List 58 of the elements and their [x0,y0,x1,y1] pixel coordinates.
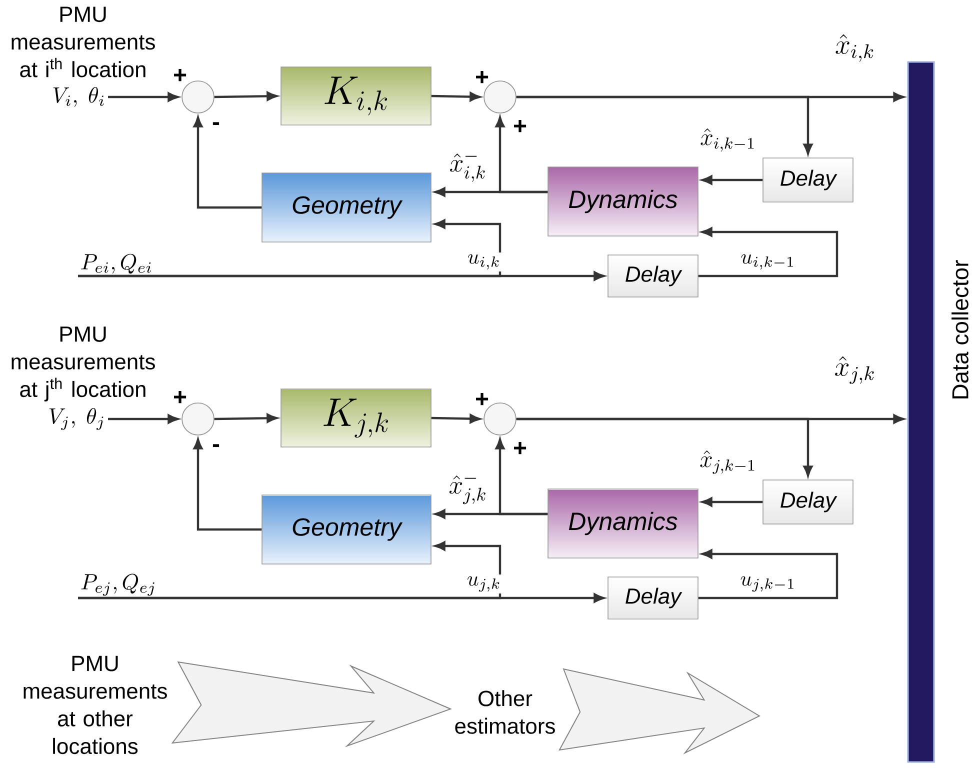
sign-label: + [476,70,488,84]
summing-junction [182,402,214,436]
arrow [214,92,278,101]
summing-junction [182,80,214,114]
input-label: $V_{i},\ \theta_{i}$ [53,87,104,107]
caption-text: PMU measurements at i$^{th}$ location [12,6,155,78]
estimator-label: Other estimators [455,690,555,734]
arrow [698,227,838,278]
arrow [702,175,763,185]
edge-label: $u_{i,k}$ [465,252,503,272]
arrow [516,96,813,154]
edge-label: $u_{j,k}$ [464,574,504,594]
arrow [214,414,278,423]
edge-label: $\hat{x}_{i,k}$ [832,32,878,64]
edge-label: $\hat{x}^{-}_{j,k}$ [446,470,490,506]
edge-label: $\hat{x}_{j,k}$ [832,354,878,386]
sign-label: - [212,444,220,448]
sign-label: + [174,390,186,404]
caption-text: PMU measurements at j$^{th}$ location [12,326,155,402]
input-label: $P_{ei},Q_{ei}$ [81,254,152,274]
arrow [108,92,178,102]
arrow [516,418,813,476]
arrow [495,116,548,194]
edge-label: $\hat{x}_{i,k-1}$ [698,126,758,154]
delay-block: Delay [762,480,854,524]
arrow [108,414,178,424]
arrow [431,414,480,424]
arrow [702,497,763,507]
dynamics-block: Dynamics [548,488,698,558]
gain-block: $K_{j,k}$ [280,388,432,448]
edge-label: $u_{j,k-1}$ [738,574,798,594]
sign-label: - [212,122,220,126]
input-label: $V_{j},\ \theta_{j}$ [49,408,104,430]
sign-label: + [476,392,488,406]
gain-block: $K_{i,k}$ [280,66,432,126]
sign-label: + [514,442,526,454]
data-collector-bar: Data collector [907,61,968,763]
geometry-block: Geometry [262,172,432,242]
sign-label: + [514,120,526,132]
node-label: Data collector [952,260,968,398]
arrow [431,92,480,102]
arrow [78,541,502,600]
delay-block: Delay [608,254,698,298]
delay-block: Delay [762,158,854,202]
source-label: PMU measurements at other locations [24,656,167,754]
arrow [78,219,502,278]
edge-label: $\hat{x}_{j,k-1}$ [698,448,758,476]
geometry-block: Geometry [262,494,432,564]
dynamics-block: Dynamics [548,166,698,236]
arrow [193,116,262,209]
arrow [698,549,838,600]
arrow [495,438,548,516]
edge-label: $\hat{x}^{-}_{i,k}$ [447,148,489,184]
delay-block: Delay [608,576,698,620]
input-label: $P_{ej},Q_{ej}$ [81,574,154,596]
edge-label: $u_{i,k-1}$ [738,252,798,272]
sign-label: + [174,68,186,82]
arrow [193,438,262,531]
